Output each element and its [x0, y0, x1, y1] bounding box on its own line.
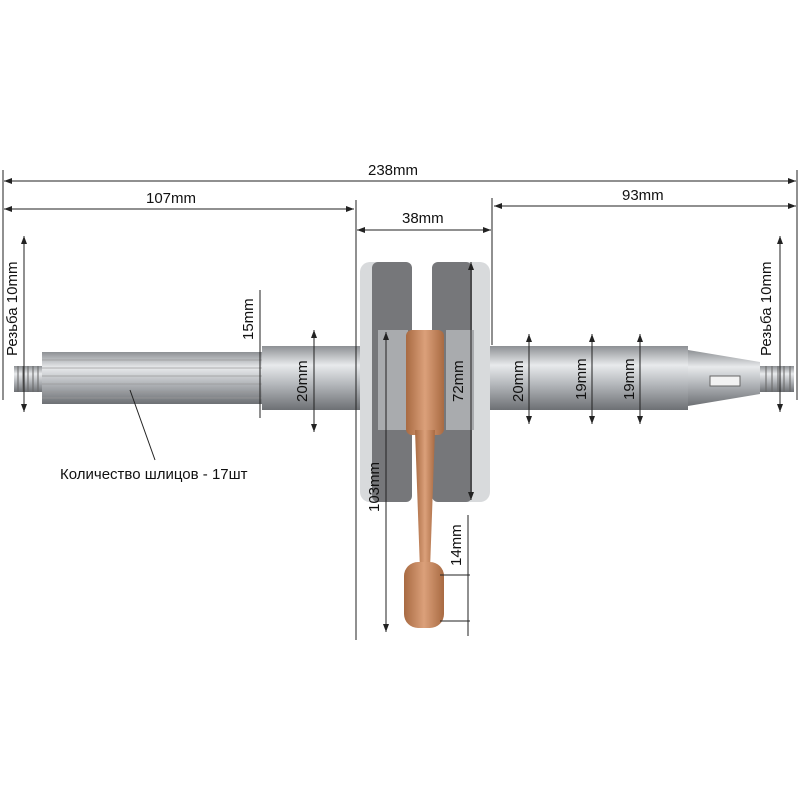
- left-thread: [14, 366, 42, 392]
- right-journal: [488, 346, 688, 410]
- connecting-rod: [404, 330, 444, 628]
- spline-count-callout: Количество шлицов - 17шт: [60, 466, 248, 483]
- right-step2-dia-label: 19mm: [621, 358, 638, 400]
- dim-right-shaft-label: 93mm: [622, 187, 664, 204]
- spline-dia-label: 15mm: [240, 298, 257, 340]
- small-end-dia-label: 14mm: [448, 524, 465, 566]
- right-flywheel: [432, 262, 490, 502]
- left-journal: [262, 346, 372, 410]
- dim-crank-width-label: 38mm: [402, 210, 444, 227]
- right-thread: [760, 366, 794, 392]
- spline-shaft: [42, 352, 262, 404]
- rod-length-label: 103mm: [366, 461, 383, 512]
- right-thread-label: Резьба 10mm: [758, 261, 775, 356]
- dim-left-shaft-label: 107mm: [146, 190, 197, 207]
- spline-leader: [129, 389, 156, 461]
- right-bearing-dia-label: 20mm: [510, 360, 527, 402]
- left-thread-label: Резьба 10mm: [4, 261, 21, 356]
- right-step1-dia-label: 19mm: [573, 358, 590, 400]
- dim-overall-label: 238mm: [368, 162, 419, 179]
- flywheel-dia-label: 72mm: [450, 360, 467, 402]
- left-bearing-dia-label: 20mm: [294, 360, 311, 402]
